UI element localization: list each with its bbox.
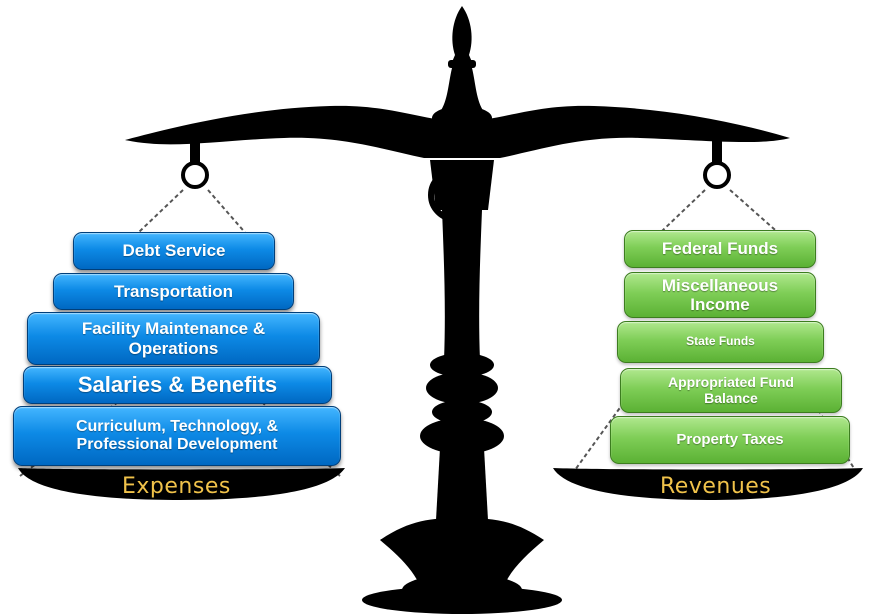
revenue-block-miscellaneous-income: Miscellaneous Income: [624, 272, 816, 318]
expenses-label: Expenses: [122, 474, 231, 499]
revenue-label-federal-funds: Federal Funds: [661, 239, 779, 259]
expense-label-facility-line-1: Facility Maintenance &: [81, 319, 266, 339]
expense-block-transportation: Transportation: [53, 273, 294, 310]
expense-block-facility-maintenance: Facility Maintenance & Operations: [27, 312, 320, 365]
expense-block-curriculum: Curriculum, Technology, & Professional D…: [13, 406, 341, 466]
revenue-label-property-taxes: Property Taxes: [676, 430, 784, 448]
revenue-label-appropriated-line-2: Balance: [704, 389, 758, 406]
expense-label-salaries: Salaries & Benefits: [77, 371, 278, 397]
revenue-block-state-funds: State Funds: [617, 321, 824, 363]
expense-label-transportation: Transportation: [113, 281, 233, 301]
revenue-block-property-taxes: Property Taxes: [610, 416, 850, 464]
revenue-block-federal-funds: Federal Funds: [624, 230, 816, 268]
expense-label-curriculum-line-1: Curriculum, Technology, &: [75, 418, 279, 436]
revenues-label: Revenues: [660, 474, 772, 499]
expense-label-debt-service: Debt Service: [122, 241, 226, 261]
revenue-block-appropriated-fund-balance: Appropriated Fund Balance: [620, 368, 842, 413]
revenue-label-appropriated-line-1: Appropriated Fund: [668, 373, 794, 390]
revenue-label-misc-line-1: Miscellaneous: [661, 275, 779, 295]
revenue-label-misc-line-2: Income: [690, 295, 750, 314]
revenue-label-state-funds: State Funds: [686, 334, 755, 349]
expense-block-salaries-benefits: Salaries & Benefits: [23, 366, 332, 404]
expense-label-curriculum-line-2: Professional Development: [76, 436, 278, 453]
expense-label-facility-line-2: Operations: [128, 338, 219, 358]
expense-block-debt-service: Debt Service: [73, 232, 275, 270]
